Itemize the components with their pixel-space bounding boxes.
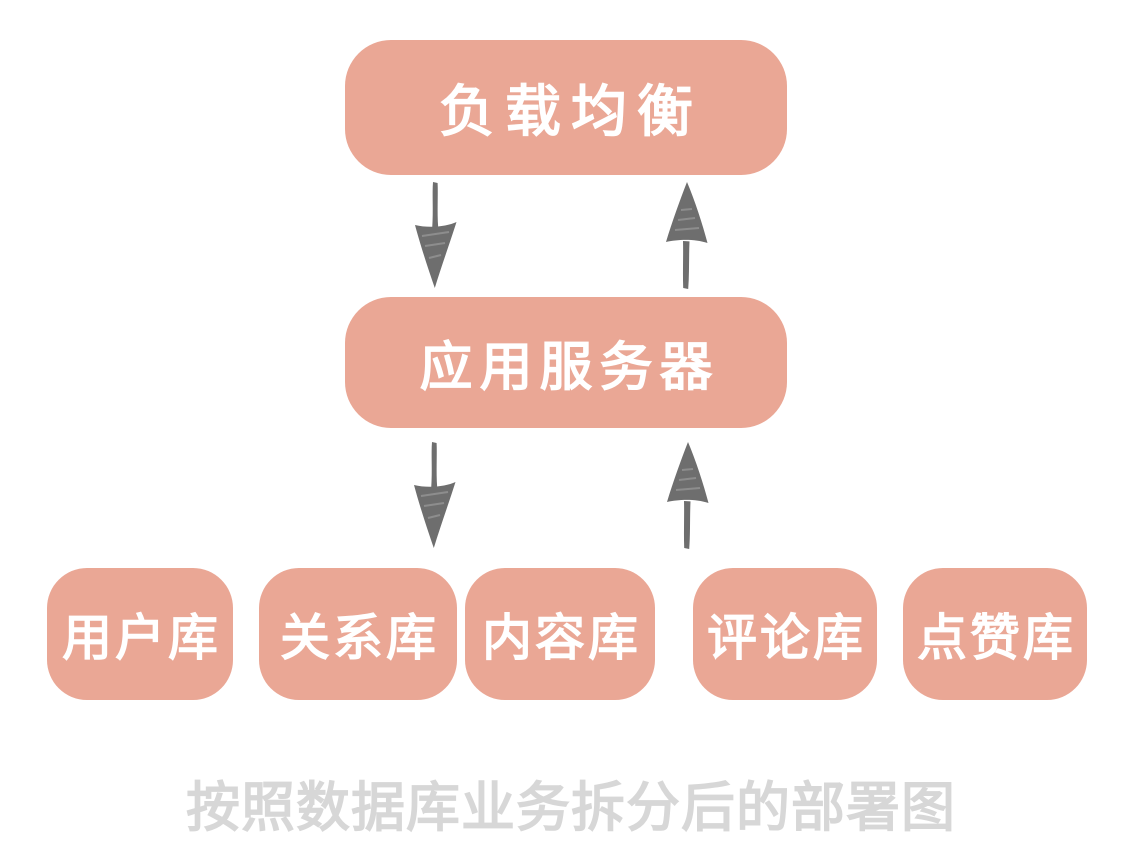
arrow-down-icon [415,182,457,288]
arrow-up-icon [667,442,709,549]
arrow-up-icon [666,182,708,289]
app-server-label: 应用服务器 [419,337,720,397]
arrow-down-icon [414,442,456,548]
content-db-label: 内容库 [482,610,641,666]
load-balancer-label: 负载均衡 [439,80,703,143]
node-comment-db: 评论库 [693,568,877,700]
like-db-label: 点赞库 [917,610,1076,666]
node-user-db: 用户库 [47,568,233,700]
node-content-db: 内容库 [465,568,655,700]
node-load-balancer: 负载均衡 [345,40,787,175]
diagram-caption: 按照数据库业务拆分后的部署图 [186,778,956,838]
node-like-db: 点赞库 [903,568,1087,700]
node-relation-db: 关系库 [259,568,457,700]
user-db-label: 用户库 [62,610,221,666]
relation-db-label: 关系库 [280,610,439,666]
comment-db-label: 评论库 [707,610,866,666]
node-app-server: 应用服务器 [345,297,787,428]
